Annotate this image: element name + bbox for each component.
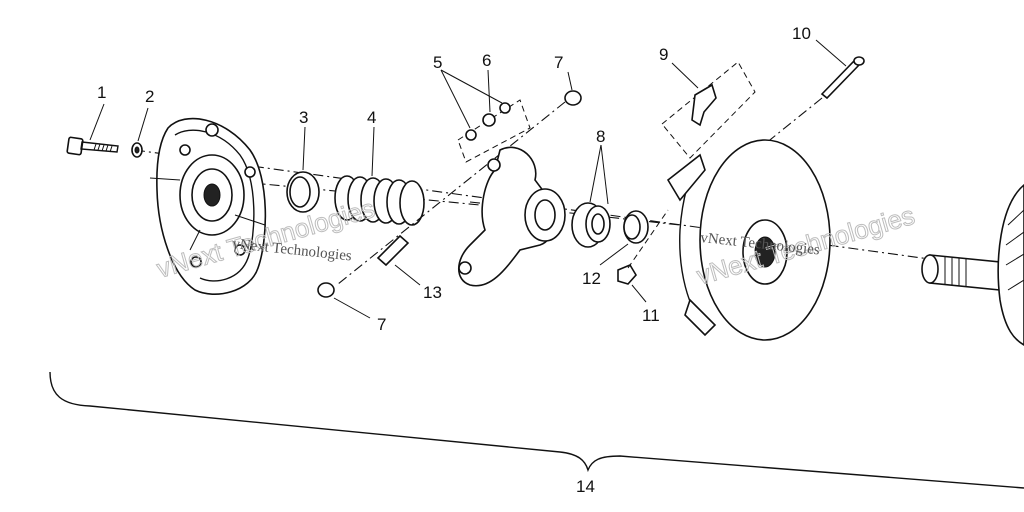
part-sheave (666, 139, 831, 341)
part-cover-plate (149, 117, 267, 295)
callout-8: 8 (596, 127, 605, 146)
part-spider (457, 146, 566, 287)
part-shaft (921, 183, 1024, 346)
part-5-6-rollers (440, 69, 531, 163)
callout-9: 9 (659, 45, 668, 64)
callout-12: 12 (582, 269, 601, 288)
callout-7-bottom: 7 (377, 315, 386, 334)
part-13-pin (376, 234, 421, 286)
pin-axis (337, 101, 566, 285)
part-1-bolt (66, 103, 119, 156)
bracket-14 (49, 371, 1024, 489)
callout-14: 14 (576, 477, 595, 496)
callout-5: 5 (433, 53, 442, 72)
callout-13: 13 (423, 283, 442, 302)
part-7-pin-bottom (317, 282, 371, 319)
callout-6: 6 (482, 51, 491, 70)
part-11-nut (617, 209, 669, 303)
callout-labels: 1 2 3 4 5 6 7 7 8 9 10 11 12 13 14 (97, 24, 811, 496)
part-8-bushings (571, 144, 611, 248)
part-2-washer (131, 107, 149, 158)
callout-1: 1 (97, 83, 106, 102)
part-7-pin-top (564, 71, 582, 106)
part-12-bushing (599, 210, 649, 266)
callout-11: 11 (642, 306, 660, 325)
callout-3: 3 (299, 108, 308, 127)
part-9-weight (661, 61, 756, 159)
callout-10: 10 (792, 24, 811, 43)
callout-7-top: 7 (554, 53, 563, 72)
callout-4: 4 (367, 108, 376, 127)
callout-2: 2 (145, 87, 154, 106)
part-4-spring (334, 126, 425, 226)
part-3-ring (286, 126, 320, 213)
